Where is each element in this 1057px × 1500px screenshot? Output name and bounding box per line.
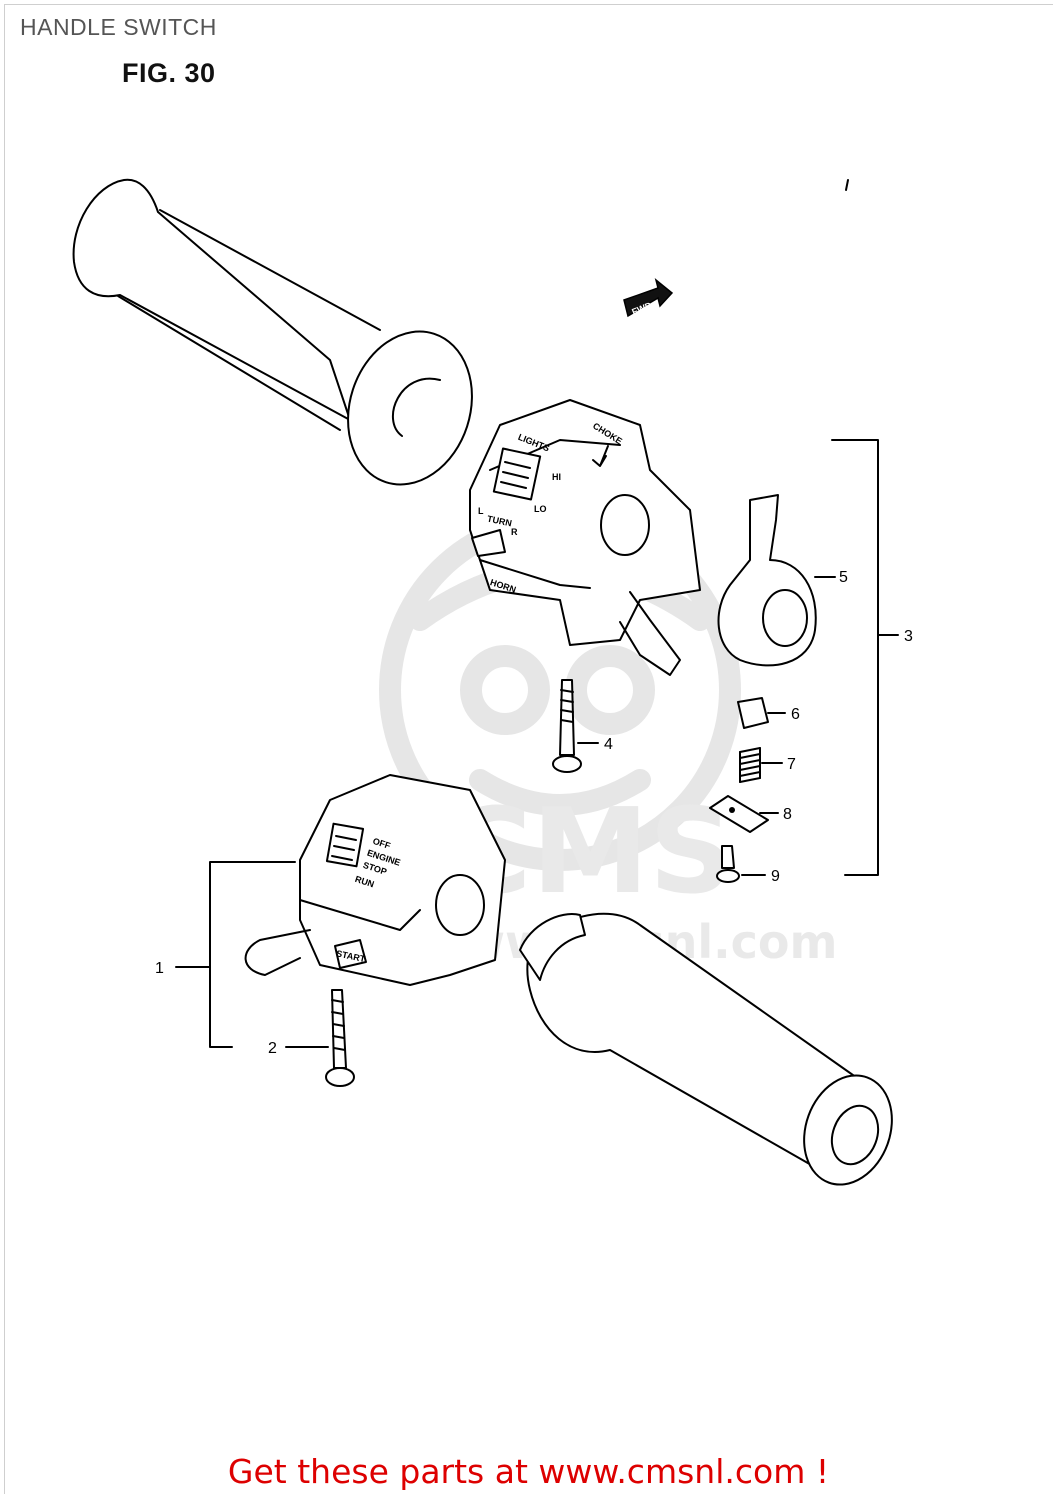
left-handlebar-grip	[72, 178, 473, 486]
callout-4[interactable]: 4	[604, 736, 613, 753]
get-parts-link[interactable]: Get these parts at www.cmsnl.com !	[227, 1452, 830, 1491]
callout-6[interactable]: 6	[791, 706, 800, 723]
turn-right-label: R	[511, 527, 518, 537]
callout-8[interactable]: 8	[783, 806, 792, 823]
lower-switch-housing: OFF ENGINE STOP RUN START	[244, 774, 506, 986]
callout-2[interactable]: 2	[268, 1040, 277, 1057]
part-8-plate	[709, 795, 769, 833]
callout-leaders	[175, 439, 899, 1048]
part-2-screw	[325, 989, 355, 1087]
right-handlebar-grip	[519, 912, 893, 1186]
forward-direction-arrow: FWD	[623, 277, 674, 318]
page-title: HANDLE SWITCH	[20, 14, 217, 40]
figure-label: FIG. 30	[122, 58, 216, 88]
callout-3[interactable]: 3	[904, 628, 913, 645]
part-7-spring	[739, 747, 761, 783]
page-border	[4, 4, 1053, 1494]
part-9-screw	[716, 845, 740, 883]
lo-label: LO	[534, 504, 547, 514]
callout-1[interactable]: 1	[155, 960, 164, 977]
part-5-lever	[717, 494, 817, 667]
part-4-screw	[552, 679, 582, 773]
turn-left-label: L	[478, 506, 484, 516]
upper-switch-housing: LIGHTS CHOKE HI LO L TURN R HORN	[469, 399, 701, 676]
part-6-cap	[737, 697, 769, 729]
callout-7[interactable]: 7	[787, 756, 796, 773]
callout-5[interactable]: 5	[839, 569, 848, 586]
callout-9[interactable]: 9	[771, 868, 780, 885]
hi-label: HI	[552, 472, 561, 482]
